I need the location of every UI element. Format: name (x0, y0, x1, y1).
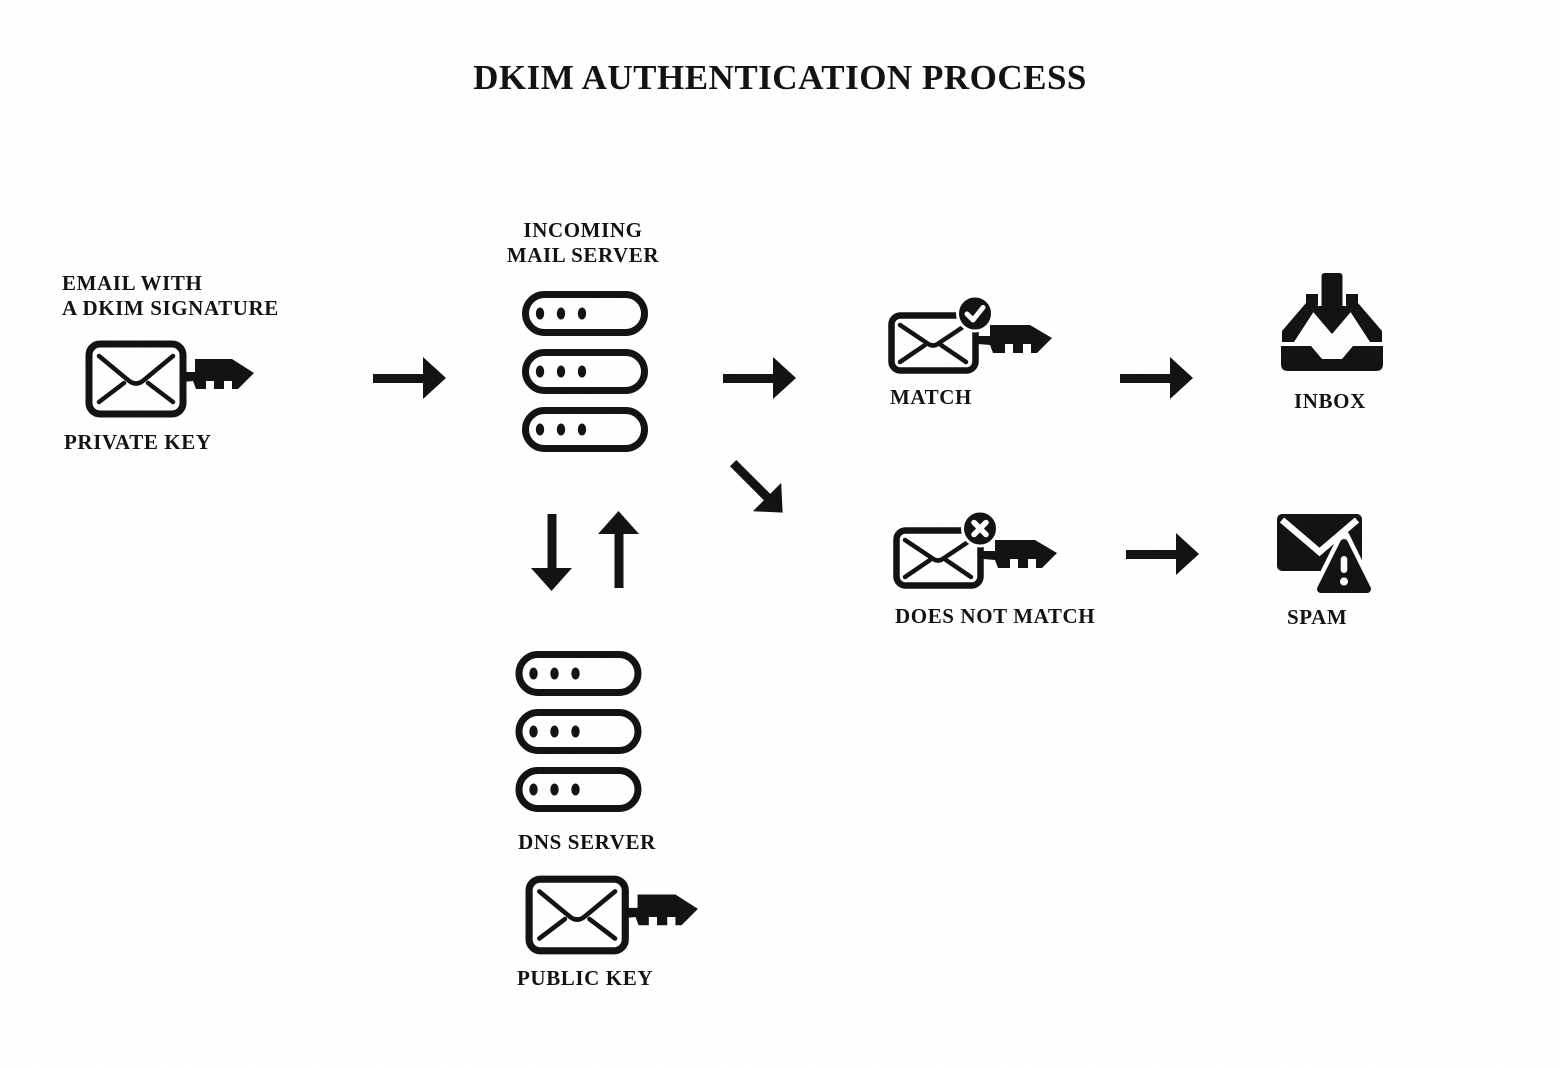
envelope-with-key-icon (525, 875, 698, 955)
spam-label: SPAM (1287, 605, 1348, 629)
public-key-label: PUBLIC KEY (517, 966, 654, 990)
incoming-label-line2: MAIL SERVER (506, 243, 660, 267)
email-label-line1: EMAIL WITH (62, 271, 203, 295)
arrow-right-icon (1126, 533, 1199, 575)
x-icon (961, 509, 999, 548)
warning-triangle-icon (1310, 530, 1373, 599)
incoming-label-line1: INCOMING (523, 218, 643, 242)
inbox-label: INBOX (1294, 389, 1366, 413)
private-key-label: PRIVATE KEY (64, 430, 212, 454)
match-label: MATCH (890, 385, 972, 409)
inbox-download-icon (1281, 273, 1383, 371)
email-node-label: EMAIL WITH A DKIM SIGNATURE (62, 271, 279, 321)
server-stack-icon (522, 291, 648, 452)
server-stack-icon (515, 651, 642, 812)
envelope-check-key-icon (888, 294, 1052, 374)
arrow-right-icon (1120, 357, 1193, 399)
arrow-right-icon (723, 357, 796, 399)
check-icon (956, 294, 994, 333)
arrow-up-icon (598, 511, 639, 588)
arrow-diagonal-icon (729, 459, 783, 513)
envelope-with-key-icon (85, 340, 254, 418)
arrow-down-icon (531, 514, 572, 591)
email-label-line2: A DKIM SIGNATURE (62, 296, 279, 320)
envelope-x-key-icon (893, 509, 1057, 589)
envelope-warning-icon (1277, 514, 1373, 599)
page-title: DKIM AUTHENTICATION PROCESS (473, 58, 1087, 97)
incoming-server-label: INCOMING MAIL SERVER (503, 218, 663, 268)
dns-server-label: DNS SERVER (518, 830, 656, 854)
does-not-match-label: DOES NOT MATCH (895, 604, 1096, 628)
arrow-right-icon (373, 357, 446, 399)
